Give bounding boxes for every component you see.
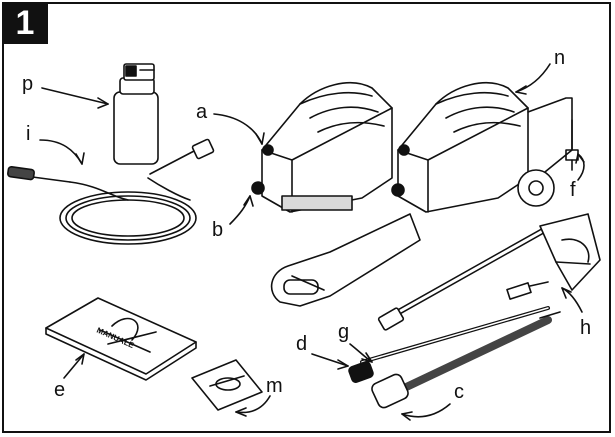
adjustable-nozzle (348, 361, 374, 383)
label-g: g (338, 321, 350, 343)
label-m: m (266, 375, 283, 397)
label-p: p (22, 73, 34, 95)
figure-frame (2, 2, 611, 433)
turbo-nozzle (371, 311, 561, 409)
pressure-washer-front (251, 81, 393, 213)
label-i: i (26, 123, 31, 145)
label-c: c (454, 381, 464, 403)
leader-lines (39, 63, 585, 421)
high-pressure-hose (7, 138, 215, 245)
instruction-manual (45, 297, 197, 381)
spray-gun (377, 213, 601, 331)
label-f: f (570, 179, 576, 201)
label-a: a (196, 101, 208, 123)
label-e: e (54, 379, 66, 401)
figure-number-badge: 1 (2, 2, 48, 44)
label-h: h (580, 317, 592, 339)
detergent-bottle (113, 63, 159, 165)
label-b: b (212, 219, 224, 241)
label-n: n (554, 47, 566, 69)
lance (360, 281, 550, 364)
label-d: d (296, 333, 308, 355)
pressure-washer-trolley (270, 81, 579, 307)
spare-parts-bag (191, 359, 263, 411)
